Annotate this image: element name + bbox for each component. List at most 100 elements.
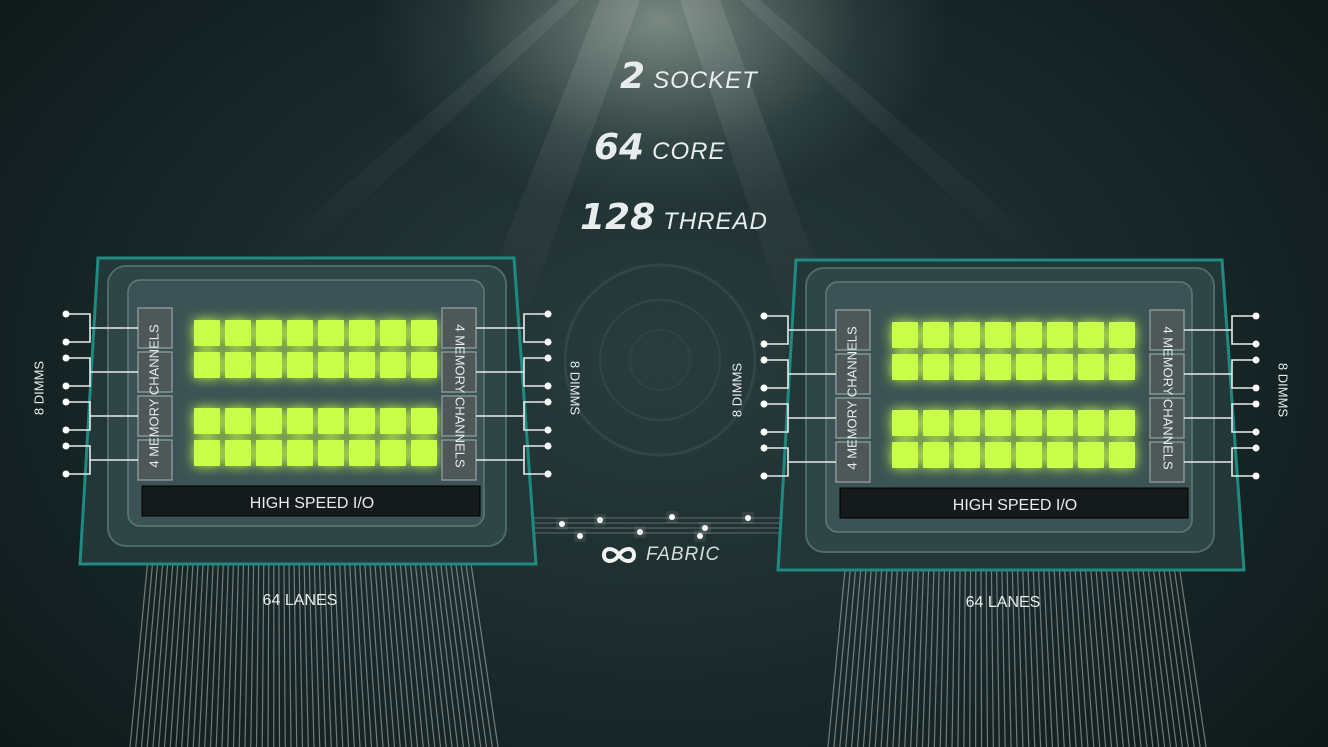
stat-core-label: CORE: [652, 138, 726, 165]
dimm-connectors-right: 8 DIMMS: [1184, 312, 1291, 480]
core: [923, 442, 949, 468]
memory-channel-block: [137, 307, 173, 349]
dimm-dot: [1252, 384, 1260, 392]
core: [892, 322, 918, 348]
dimm-dot: [544, 310, 552, 318]
stat-core: 64 CORE: [594, 127, 725, 168]
core: [923, 410, 949, 436]
core: [1016, 410, 1042, 436]
lanes-label: 64 LANES: [966, 594, 1041, 611]
stat-thread-number: 128: [580, 197, 656, 238]
dimm-connectors-right: 8 DIMMS: [476, 310, 583, 478]
core: [256, 408, 282, 434]
stat-thread-label: THREAD: [663, 208, 768, 235]
memory-channel-block: [835, 353, 871, 395]
core: [349, 352, 375, 378]
dimm-dot: [1252, 340, 1260, 348]
core: [1016, 354, 1042, 380]
core: [256, 352, 282, 378]
lanes-label: 64 LANES: [263, 592, 338, 609]
memory-channel-block: [835, 441, 871, 483]
memory-channel-block: [441, 395, 477, 437]
core: [194, 440, 220, 466]
memory-channels-left-label: 4 MEMORY CHANNELS: [146, 324, 161, 468]
core: [923, 322, 949, 348]
core: [1078, 322, 1104, 348]
stat-core-number: 64: [594, 127, 645, 168]
core: [985, 410, 1011, 436]
core: [1047, 322, 1073, 348]
memory-channels-right: 4 MEMORY CHANNELS: [441, 307, 477, 481]
core: [380, 408, 406, 434]
dimm-dot: [1252, 400, 1260, 408]
core: [225, 440, 251, 466]
core: [225, 352, 251, 378]
core: [954, 442, 980, 468]
core: [1078, 410, 1104, 436]
core: [985, 354, 1011, 380]
dimm-dot: [760, 428, 768, 436]
dimm-dot: [1252, 312, 1260, 320]
high-speed-io-bar: [839, 487, 1189, 519]
core: [954, 410, 980, 436]
core: [1109, 354, 1135, 380]
memory-channels-right: 4 MEMORY CHANNELS: [1149, 309, 1185, 483]
memory-channel-block: [835, 309, 871, 351]
fabric-label-group: FABRIC: [600, 544, 720, 566]
core: [318, 352, 344, 378]
core: [1078, 442, 1104, 468]
core: [287, 320, 313, 346]
dimm-dot: [760, 384, 768, 392]
dimm-dot: [544, 470, 552, 478]
core: [256, 320, 282, 346]
core: [287, 408, 313, 434]
dimm-dot: [1252, 472, 1260, 480]
core: [411, 408, 437, 434]
dimm-connectors-left: 8 DIMMS: [31, 310, 138, 478]
dimm-dot: [62, 426, 70, 434]
dimm-dot: [760, 444, 768, 452]
memory-channel-block: [441, 307, 477, 349]
core: [194, 352, 220, 378]
memory-channels-right-label: 4 MEMORY CHANNELS: [1161, 326, 1176, 470]
dimms-label-left: 8 DIMMS: [31, 361, 46, 416]
dimms-label-right: 8 DIMMS: [568, 361, 583, 416]
high-speed-io-label: HIGH SPEED I/O: [250, 495, 374, 512]
core: [1109, 410, 1135, 436]
core: [411, 320, 437, 346]
core: [1047, 442, 1073, 468]
dimm-dot: [544, 354, 552, 362]
core: [892, 354, 918, 380]
core-grid: [194, 320, 437, 466]
memory-channel-block: [137, 395, 173, 437]
memory-channel-block: [441, 439, 477, 481]
dimm-dot: [544, 426, 552, 434]
memory-channel-block: [835, 397, 871, 439]
core: [1109, 442, 1135, 468]
stat-thread: 128 THREAD: [580, 197, 768, 238]
core: [318, 408, 344, 434]
core: [411, 352, 437, 378]
core: [954, 354, 980, 380]
core: [1016, 442, 1042, 468]
dimm-dot: [760, 312, 768, 320]
fabric-label: FABRIC: [646, 544, 721, 565]
dimm-dot: [760, 472, 768, 480]
core: [318, 320, 344, 346]
memory-channel-block: [1149, 397, 1185, 439]
core: [225, 320, 251, 346]
dimm-dot: [62, 338, 70, 346]
core: [1078, 354, 1104, 380]
memory-channel-block: [1149, 441, 1185, 483]
memory-channels-left: 4 MEMORY CHANNELS: [137, 307, 173, 481]
dimm-dot: [1252, 356, 1260, 364]
core: [892, 410, 918, 436]
dimm-dot: [544, 442, 552, 450]
core: [411, 440, 437, 466]
dimm-connectors-left: 8 DIMMS: [729, 312, 836, 480]
